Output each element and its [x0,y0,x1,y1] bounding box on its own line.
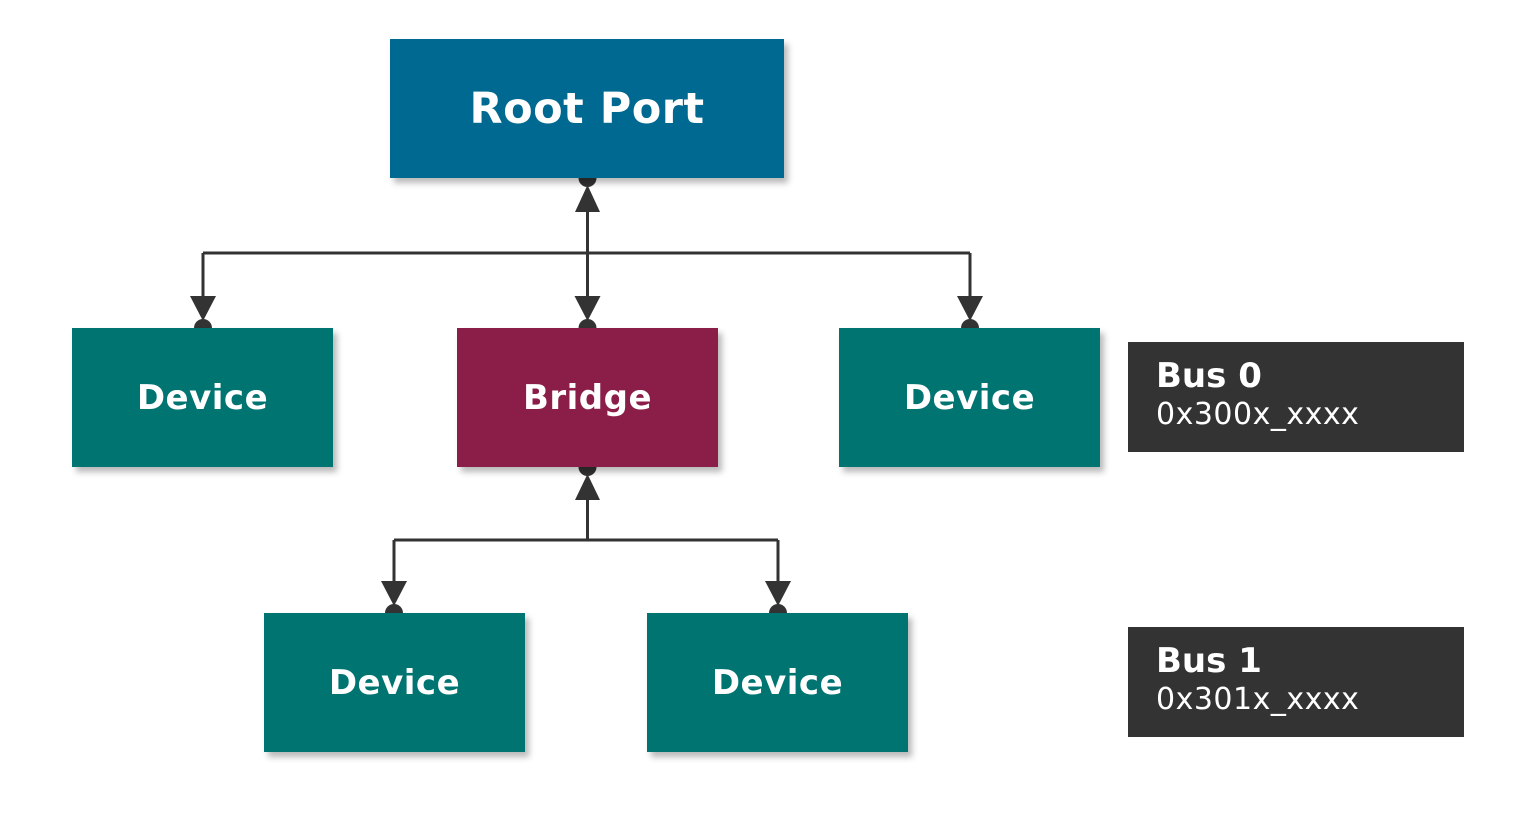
bridge-label: Bridge [522,377,653,418]
arrow-down-bridge-icon [574,296,601,321]
arrow-up-bridge-icon [575,474,600,500]
bus1-label-box: Bus 1 0x301x_xxxx [1128,627,1464,737]
root-port-box: Root Port [390,39,784,178]
arrow-up-root-icon [575,185,600,212]
bus-address: 0x301x_xxxx [1156,682,1360,717]
arrow-down-device-b-icon [957,296,983,321]
device-box-bus0-right: Device [839,328,1100,467]
device-box-bus1-left: Device [264,613,525,752]
bus0-label-box: Bus 0 0x300x_xxxx [1128,342,1464,452]
bridge-box: Bridge [457,328,718,467]
bus-name: Bus 1 [1156,641,1262,681]
device-box-bus0-left: Device [72,328,333,467]
root-port-label: Root Port [469,83,705,134]
device-label: Device [711,662,844,703]
arrow-down-device-c-icon [381,581,407,606]
bus-name: Bus 0 [1156,356,1262,396]
device-label: Device [903,377,1036,418]
device-label: Device [136,377,269,418]
arrow-down-device-a-icon [190,296,216,321]
device-box-bus1-right: Device [647,613,908,752]
bus-address: 0x300x_xxxx [1156,397,1360,432]
device-label: Device [328,662,461,703]
arrow-down-device-d-icon [765,581,791,606]
